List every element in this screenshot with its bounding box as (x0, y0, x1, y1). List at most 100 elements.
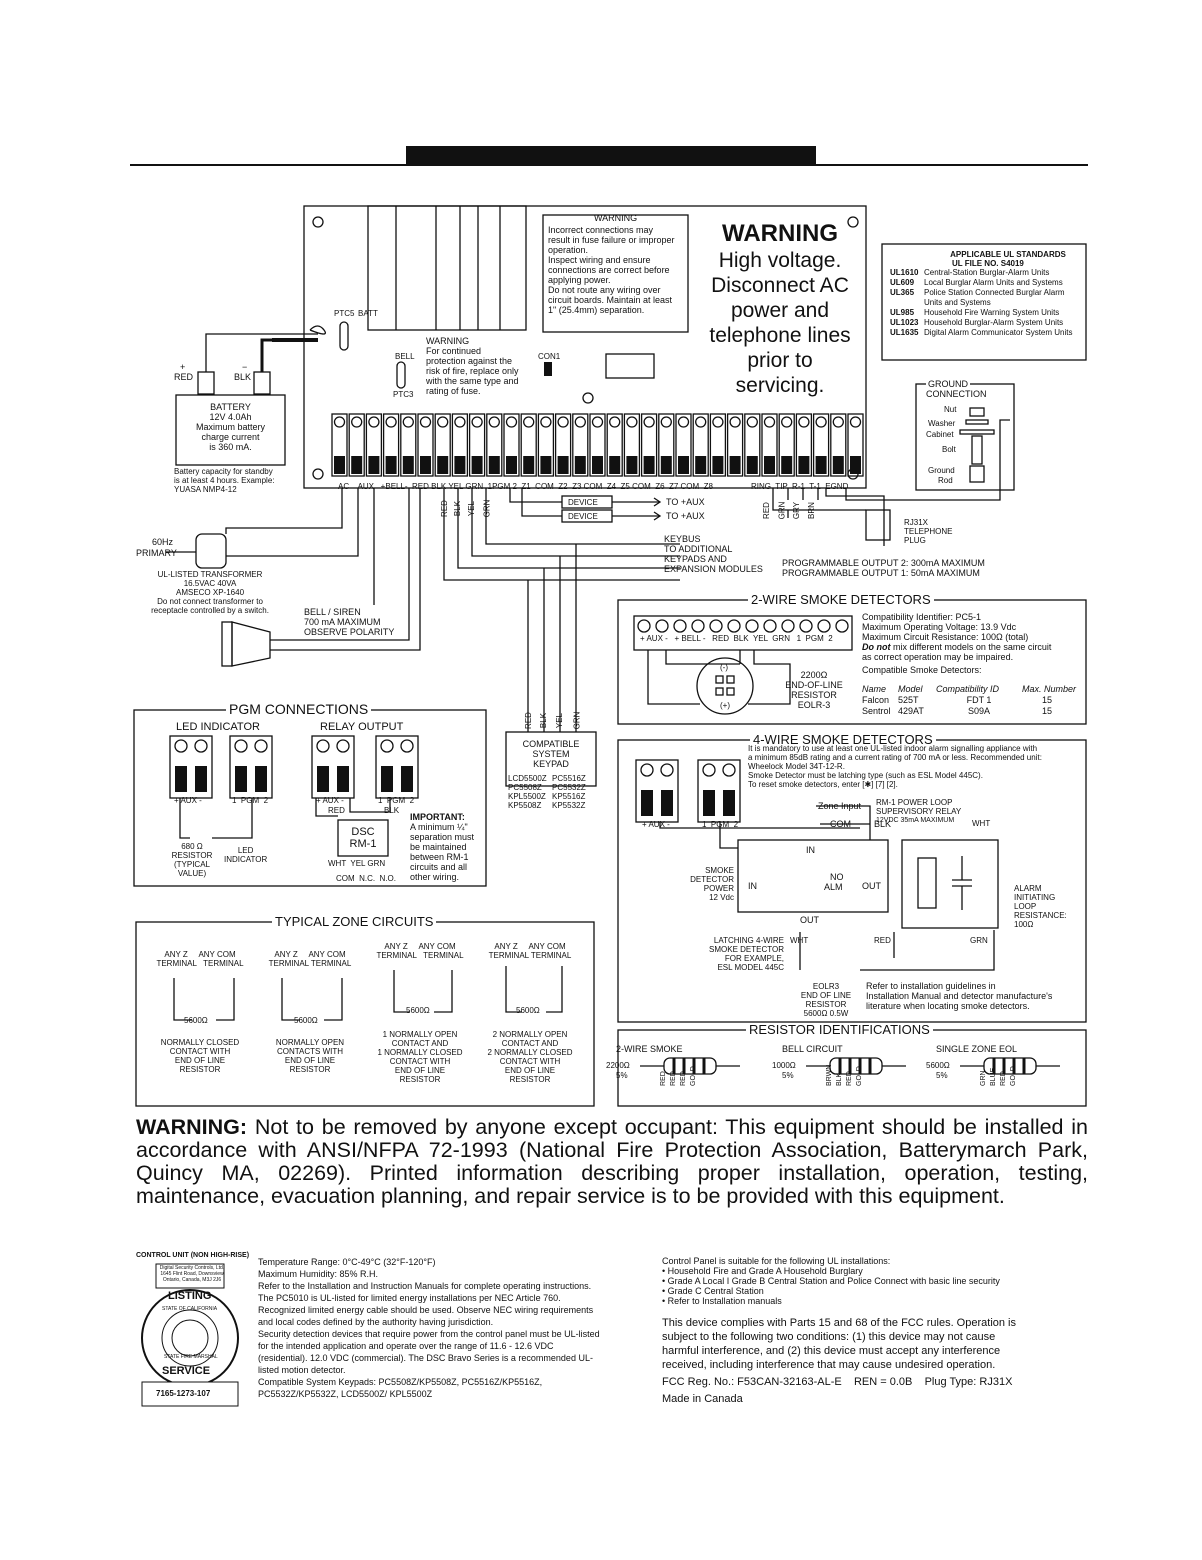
ul-standards-box (881, 243, 1087, 361)
two-wire-terminal (745, 619, 759, 633)
terminal-screw (400, 413, 417, 477)
tel-wire-grn: GRN (777, 501, 787, 520)
two-wire-head-cell: Compatibility ID (936, 684, 1000, 694)
telephone-plug-label: RJ31X TELEPHONE PLUG (904, 518, 953, 545)
four-wire-wht: WHT (972, 819, 991, 828)
ul-code: UL1635 (890, 328, 919, 337)
terminal-contact (798, 456, 810, 474)
zone-desc-line: RESISTOR (509, 1075, 551, 1084)
terminal-screw (417, 413, 434, 477)
terminal-screw-head (763, 416, 776, 428)
zone-resistor-value: 5600Ω (516, 1006, 540, 1015)
terminal-screw (520, 413, 537, 477)
pgm-terminal-contact (317, 766, 329, 792)
terminal-screw-head (781, 416, 793, 428)
pgm-terminal-screw (660, 763, 674, 777)
four-wire-wht2: WHT (790, 936, 809, 945)
terminal-screw (382, 413, 400, 477)
detector-power: SMOKE DETECTOR POWER 12 Vdc (690, 866, 734, 902)
ul-standards: APPLICABLE UL STANDARDS UL FILE NO. S401… (890, 250, 1086, 338)
pgm-important: IMPORTANT: A minimum ¼" separation must … (410, 812, 475, 882)
tel-wire-gry: GRY (792, 501, 802, 520)
terminal-contact (729, 456, 741, 474)
pgm-blk: BLK (384, 806, 400, 815)
terminal-screw-head (746, 416, 758, 428)
ptc5-label: PTC5 (334, 309, 355, 318)
four-wire-notes: It is mandatory to use at least one UL-l… (748, 744, 1042, 789)
terminal-screw-head (333, 416, 346, 428)
terminal-screw (658, 413, 675, 477)
resistors-title: RESISTOR IDENTIFICATIONS (746, 1023, 933, 1036)
ul-desc: Digital Alarm Communicator System Units (924, 328, 1073, 337)
terminal-contact (368, 456, 380, 474)
terminal-screw (606, 413, 623, 477)
ul-desc: Household Burglar-Alarm System Units (924, 318, 1064, 327)
resistor-band-label: GOLD (856, 1066, 863, 1086)
terminal-screw-head (523, 416, 535, 428)
ptc3-label: PTC3 (393, 390, 414, 399)
two-wire-terminal (727, 619, 741, 633)
spec-line: Security detection devices that require … (258, 1329, 600, 1339)
two-wire-cell: S09A (967, 706, 991, 716)
ground-rod: Rod (938, 476, 953, 485)
pgm-terminal-contact (175, 766, 187, 792)
state-fire-marshal-seal (141, 1263, 239, 1407)
seal-listing: LISTING (168, 1290, 212, 1302)
terminal-screw-head (471, 416, 483, 428)
transformer-label: UL-LISTED TRANSFORMER 16.5VAC 40VA AMSEC… (151, 570, 269, 615)
kp-wire-red: RED (523, 712, 533, 729)
four-wire-refer: Refer to installation guidelines in Inst… (866, 981, 1053, 1011)
resistor-value: 2200Ω (606, 1061, 630, 1070)
terminal-screw (692, 413, 709, 477)
panel-warning-box (542, 214, 689, 333)
keypad-model: KP5508Z (508, 801, 542, 810)
zone-desc-line: RESISTOR (289, 1065, 331, 1074)
ul-row: Units and Systems (890, 298, 1086, 308)
terminal-contact (385, 456, 397, 474)
zone-desc-line: NORMALLY OPEN (275, 1038, 345, 1047)
detector-alm: ALM (824, 882, 843, 892)
terminal-screw (709, 413, 727, 477)
resistor-tolerance: 5% (936, 1071, 948, 1080)
spec-line: Temperature Range: 0°C-49°C (32°F-120°F) (258, 1257, 436, 1267)
pgm-relay-title: RELAY OUTPUT (320, 721, 404, 733)
terminal-screw-head (385, 416, 397, 428)
resistor-band-label: RED (846, 1071, 853, 1086)
zone-desc-line: END OF LINE (284, 1056, 336, 1065)
four-wire-com: COM (830, 819, 851, 829)
terminal-screw-head (437, 416, 449, 428)
programmable-outputs: PROGRAMMABLE OUTPUT 2: 300mA MAXIMUM PRO… (782, 558, 985, 578)
seal-company: Digital Security Controls, Ltd. 1645 Fli… (159, 1265, 225, 1283)
ul-desc: Local Burglar Alarm Units and Systems (924, 278, 1063, 287)
pgm-terminal-contact (337, 766, 349, 792)
pgm-pgm-2: 1 PGM 2 (378, 796, 415, 805)
two-wire-cell: 525T (898, 695, 919, 705)
terminal-screw (434, 413, 451, 477)
resistor-band-label: BLK (836, 1072, 843, 1086)
resistor-tolerance: 5% (616, 1071, 628, 1080)
terminal-screw (468, 413, 486, 477)
panel-warning-title: WARNING (594, 213, 638, 223)
keypad-box (505, 731, 597, 787)
seal-state: STATE OF CALIFORNIA (162, 1306, 218, 1312)
ground-ground: Ground (928, 466, 955, 475)
kb-red: RED (439, 500, 449, 517)
seal-service: SERVICE (162, 1365, 211, 1377)
two-wire-minus: (-) (720, 663, 728, 672)
ground-title: GROUND (926, 379, 970, 389)
pgm-terminal-screw (722, 763, 736, 777)
terminal-screw (589, 413, 606, 477)
resistor-band-label: RED (670, 1071, 677, 1086)
zone-desc-line: CONTACT AND (501, 1039, 559, 1048)
terminal-screw-head (351, 416, 363, 428)
terminal-contact (609, 456, 621, 474)
terminal-screw (554, 413, 572, 477)
zone-circuit-head: ANY Z ANY COM (384, 942, 456, 951)
spec-line: Recognized limited energy cable should b… (258, 1305, 594, 1315)
resistor-tolerance: 5% (782, 1071, 794, 1080)
terminal-screw-head (712, 416, 724, 428)
resistor-value: 5600Ω (926, 1061, 950, 1070)
